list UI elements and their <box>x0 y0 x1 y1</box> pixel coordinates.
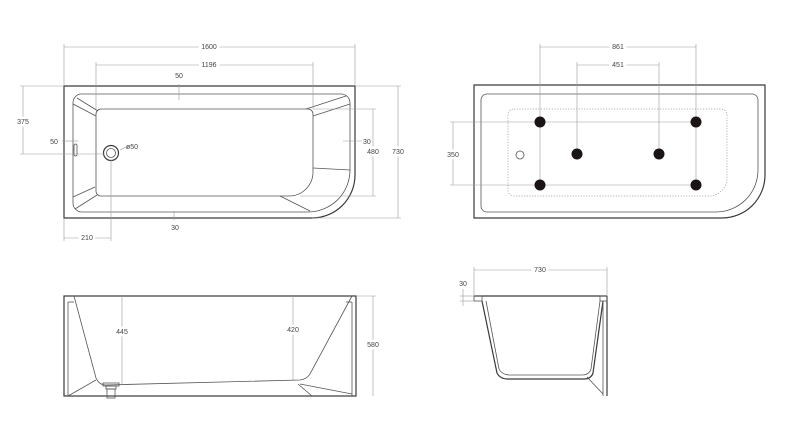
dim-drain-offset-y: 375 <box>17 119 29 126</box>
top-view-rim-inner <box>72 93 351 213</box>
dim-drain-offset-x: 210 <box>81 235 93 242</box>
jet-icon <box>690 179 702 191</box>
jet-icon <box>534 116 546 128</box>
dim-rim-top: 50 <box>175 73 183 80</box>
dim-depth-left: 445 <box>116 329 128 336</box>
drain-icon <box>515 150 525 160</box>
drain-fitting-icon <box>102 382 120 399</box>
top-view-dimension-lines <box>20 44 401 241</box>
dim-rim-bottom: 30 <box>171 225 179 232</box>
end-view: 730 30 <box>459 264 608 396</box>
dim-jet-outer-spacing: 861 <box>612 44 624 51</box>
dim-jet-inner-spacing: 451 <box>612 62 624 69</box>
end-view-dimension-lines <box>460 267 608 306</box>
side-view: 445 420 580 <box>63 295 381 399</box>
overflow-icon <box>73 143 78 157</box>
dim-length: 1600 <box>201 44 217 51</box>
jet-icon <box>571 148 583 160</box>
dim-width: 730 <box>392 149 404 156</box>
dim-rim-left: 50 <box>50 139 58 146</box>
drain-outer-icon <box>102 144 120 162</box>
dim-end-width: 730 <box>534 267 546 274</box>
dim-rim-right: 30 <box>363 139 371 146</box>
dim-height: 580 <box>367 342 379 349</box>
side-view-dimension-lines <box>121 295 376 396</box>
dim-inner-width: 480 <box>367 149 379 156</box>
dim-jet-vertical-spacing: 350 <box>447 152 459 159</box>
jets-view-outer-outline <box>473 84 766 219</box>
dim-end-rim: 30 <box>459 281 467 288</box>
jets-view-inner-outline <box>480 93 759 213</box>
drain-inner-icon <box>106 148 116 158</box>
jets-dimension-lines <box>450 44 697 186</box>
jets-area-dotted <box>507 108 728 197</box>
top-view-slope-lines <box>72 95 351 212</box>
jet-icon <box>690 116 702 128</box>
top-view: 1600 1196 50 375 50 ø50 30 480 730 30 21… <box>15 41 407 245</box>
top-view-outer-outline <box>63 85 356 219</box>
dim-drain-diameter: ø50 <box>126 144 138 151</box>
dim-inner-length: 1196 <box>201 62 216 69</box>
side-view-bowl <box>67 295 353 397</box>
jets-view: 861 451 350 <box>445 41 766 219</box>
end-view-outline <box>473 295 608 396</box>
side-view-outline <box>63 295 357 397</box>
jet-icon <box>653 148 665 160</box>
top-view-basin <box>95 108 314 197</box>
dim-depth-right: 420 <box>287 327 299 334</box>
jet-icon <box>534 179 546 191</box>
